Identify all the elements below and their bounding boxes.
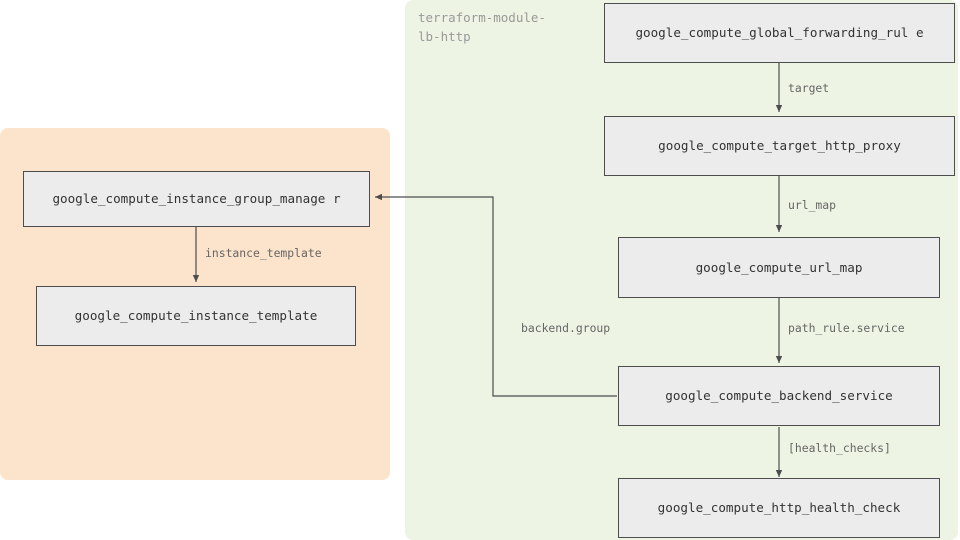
node-google-compute-target-http-proxy[interactable]: google_compute_target_http_proxy [604,116,955,176]
edge-label-health-checks: [health_checks] [788,441,891,455]
node-google-compute-backend-service[interactable]: google_compute_backend_service [618,366,940,426]
node-label: google_compute_http_health_check [657,500,901,515]
node-label: google_compute_target_http_proxy [658,138,901,153]
node-google-compute-global-forwarding-rule[interactable]: google_compute_global_forwarding_rul e [604,3,955,63]
node-label: google_compute_instance_template [74,308,318,323]
node-google-compute-url-map[interactable]: google_compute_url_map [618,237,940,298]
cluster-label-lb-http: terraform-module- lb-http [418,10,546,44]
node-label: google_compute_instance_group_manage r [52,191,341,206]
node-google-compute-instance-group-manager[interactable]: google_compute_instance_group_manage r [23,171,370,227]
node-google-compute-http-health-check[interactable]: google_compute_http_health_check [618,478,940,538]
node-label: google_compute_backend_service [665,388,893,403]
node-label: google_compute_url_map [695,259,863,275]
edge-label-backend-group: backend.group [521,321,611,335]
edge-label-url-map: url_map [788,198,837,212]
edge-label-target: target [788,81,830,95]
edge-label-instance-template: instance_template [205,246,322,260]
edge-label-path-rule-service: path_rule.service [788,321,905,335]
edge-backend-group [375,193,617,397]
node-google-compute-instance-template[interactable]: google_compute_instance_template [36,286,356,346]
node-label: google_compute_global_forwarding_rul e [635,25,924,40]
